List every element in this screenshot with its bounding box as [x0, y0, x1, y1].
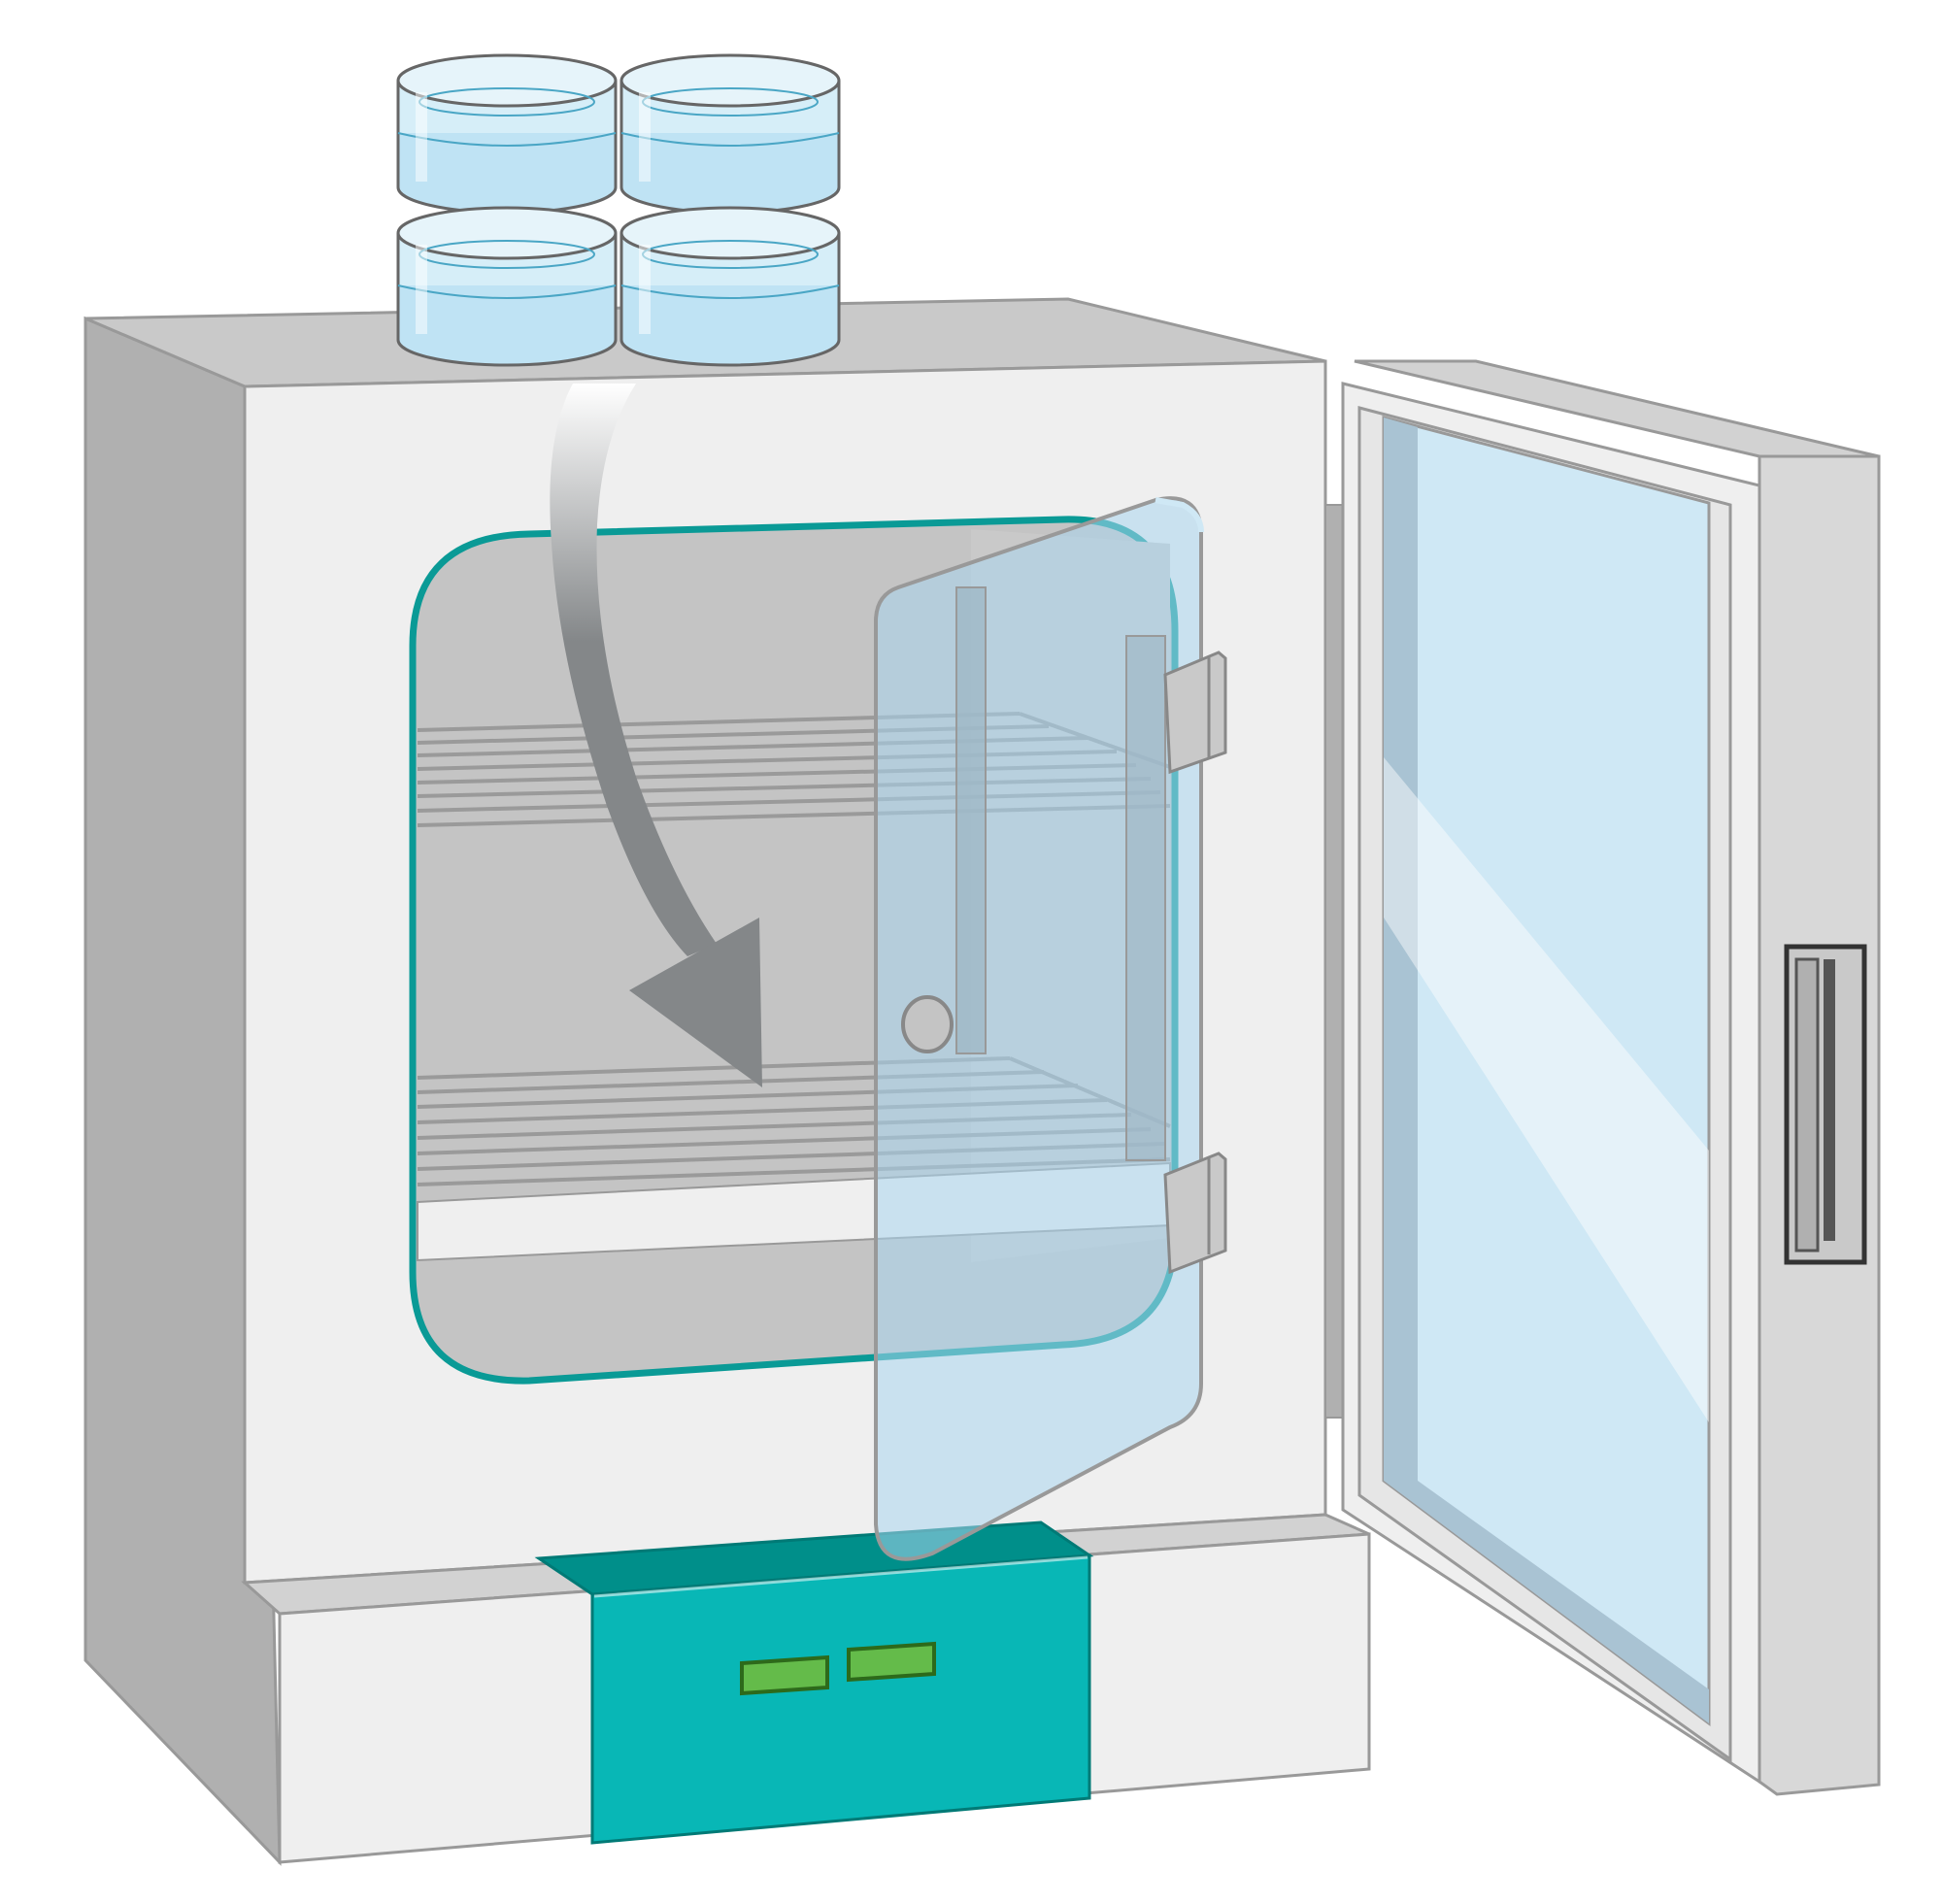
- inner-glass-door: [874, 496, 1227, 1561]
- outer-door-glass-shadow: [1384, 418, 1418, 1481]
- outer-door: [1341, 359, 1881, 1796]
- outer-door-glass-highlight: [1384, 757, 1709, 1422]
- display-indicator-1: [740, 1654, 829, 1696]
- door-knob: [901, 995, 954, 1053]
- curved-arrow-icon: [550, 384, 762, 1087]
- control-panel: [534, 1520, 1094, 1845]
- hinge-strip: [1324, 504, 1344, 1419]
- inner-door-edge: [1155, 497, 1204, 533]
- petri-dish-icon: [619, 206, 841, 367]
- inner-door-hinge-bottom: [1163, 1152, 1227, 1275]
- interior-rod-left: [955, 586, 987, 1054]
- arrow-shaft: [550, 384, 717, 956]
- petri-dish-icon: [396, 53, 618, 215]
- petri-dish-stack: [396, 53, 841, 367]
- interior-rod-right: [1125, 635, 1166, 1161]
- outer-door-handle: [1784, 944, 1867, 1265]
- inner-door-hinge-top: [1163, 651, 1227, 775]
- petri-dish-icon: [619, 53, 841, 215]
- petri-dish-icon: [396, 206, 618, 367]
- display-indicator-2: [847, 1641, 936, 1683]
- control-panel-front: [590, 1553, 1091, 1845]
- outer-door-glass-shadow-bottom: [1384, 1481, 1709, 1723]
- arrow-head: [629, 918, 762, 1087]
